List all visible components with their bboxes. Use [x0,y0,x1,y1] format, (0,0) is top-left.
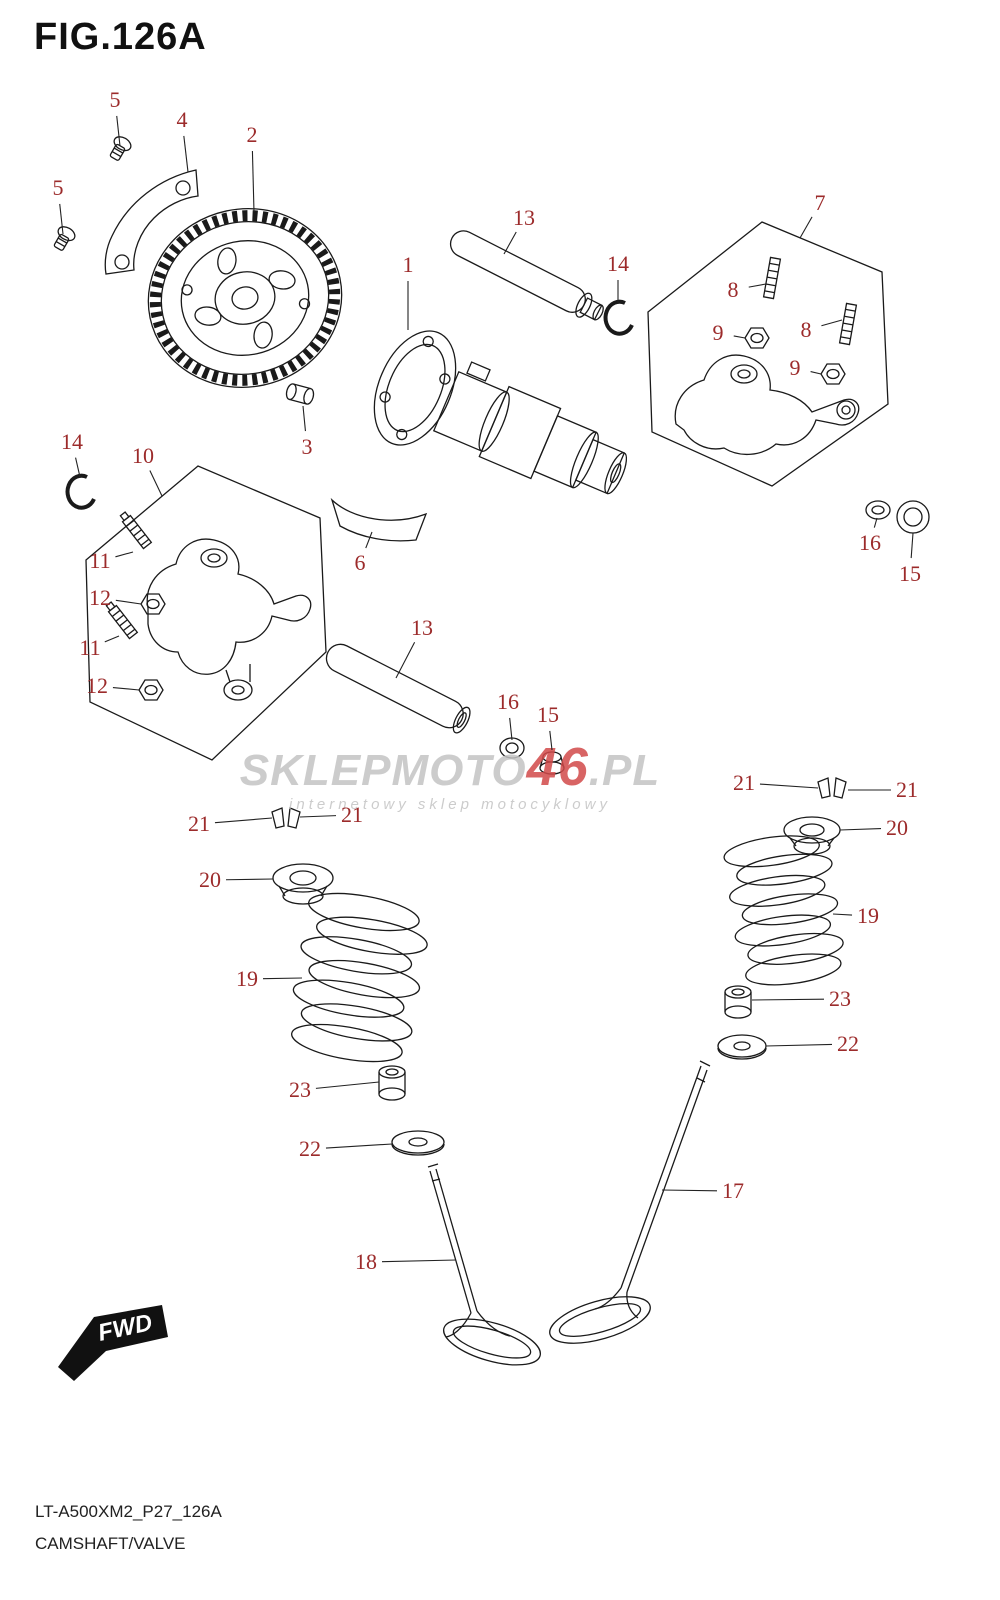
exhaust-valve [549,1060,711,1344]
camshaft [373,330,628,495]
part-callout-20: 20 [199,867,221,892]
stem-seal-left [378,1065,406,1101]
tappet-stud-left-1 [119,511,153,550]
spring-seat-right [717,1034,767,1060]
part-callout-22: 22 [837,1031,859,1056]
cap-15-right [896,500,930,534]
part-callout-5: 5 [52,175,64,200]
part-callout-14: 14 [61,429,83,454]
part-callout-16: 16 [859,530,881,555]
rocker-shaft-upper [449,230,604,321]
spring-retainer-left [272,863,334,905]
valve-cotters-right [817,777,847,799]
rocker-assembly-left-box [85,465,327,761]
part-callout-21: 21 [733,770,755,795]
part-callout-23: 23 [829,986,851,1011]
lock-nut-right-2 [820,363,846,385]
washer-16-mid [499,737,525,759]
intake-valve [427,1163,541,1366]
part-callout-18: 18 [355,1249,377,1274]
part-callout-19: 19 [236,966,258,991]
sprocket-retainer-plate [104,169,199,275]
part-callout-15: 15 [899,561,921,586]
part-callout-4: 4 [176,107,188,132]
spring-seat-left [391,1130,445,1156]
stem-seal-right [724,985,752,1019]
part-callout-20: 20 [886,815,908,840]
part-callout-11: 11 [89,548,111,573]
tappet-stud-right-2 [838,302,858,346]
part-callout-9: 9 [789,355,801,380]
valve-cotters-left [271,807,301,829]
valve-spring-right [723,835,844,986]
part-callout-19: 19 [857,903,879,928]
sprocket-bolt-top [109,136,132,161]
sprocket-bolt-left [53,226,76,251]
dowel-pin [285,383,315,405]
part-callout-13: 13 [411,615,433,640]
part-callout-23: 23 [289,1077,311,1102]
part-callout-7: 7 [814,190,826,215]
part-callout-22: 22 [299,1136,321,1161]
part-callout-1: 1 [402,252,414,277]
part-callout-21: 21 [341,802,363,827]
lock-nut-right-1 [744,327,770,349]
cam-sprocket [147,207,343,389]
rocker-assembly-right-box [647,221,889,487]
thrust-plate [330,497,428,542]
valve-spring-left [291,892,428,1063]
part-callout-15: 15 [537,702,559,727]
footer-title: CAMSHAFT/VALVE [35,1534,186,1553]
tappet-stud-right-1 [762,256,782,300]
part-callout-6: 6 [354,550,366,575]
part-callout-3: 3 [301,434,313,459]
lock-nut-left-1 [140,593,166,615]
footer-code: LT-A500XM2_P27_126A [35,1502,222,1521]
part-callout-14: 14 [607,251,629,276]
circlip-right [603,299,634,336]
part-callout-12: 12 [89,585,111,610]
part-callout-2: 2 [246,122,258,147]
fwd-flag: FWD [58,1305,168,1381]
part-callout-5: 5 [109,87,121,112]
lock-nut-left-2 [138,679,164,701]
part-callout-21: 21 [896,777,918,802]
part-callout-13: 13 [513,205,535,230]
part-callout-11: 11 [79,635,101,660]
cap-15-mid [539,751,565,775]
part-callout-8: 8 [800,317,812,342]
rocker-shaft-lower [325,643,471,734]
rocker-arm-right [674,354,860,455]
part-callout-10: 10 [132,443,154,468]
rocker-arm-left [146,538,312,701]
part-callout-9: 9 [712,320,724,345]
tappet-stud-left-2 [105,601,139,640]
figure-title: FIG.126A [34,16,207,58]
washer-16-right [865,500,891,520]
circlip-left [65,473,96,510]
part-callout-17: 17 [722,1178,744,1203]
part-callout-16: 16 [497,689,519,714]
part-callout-21: 21 [188,811,210,836]
part-callout-8: 8 [727,277,739,302]
part-callout-12: 12 [86,673,108,698]
